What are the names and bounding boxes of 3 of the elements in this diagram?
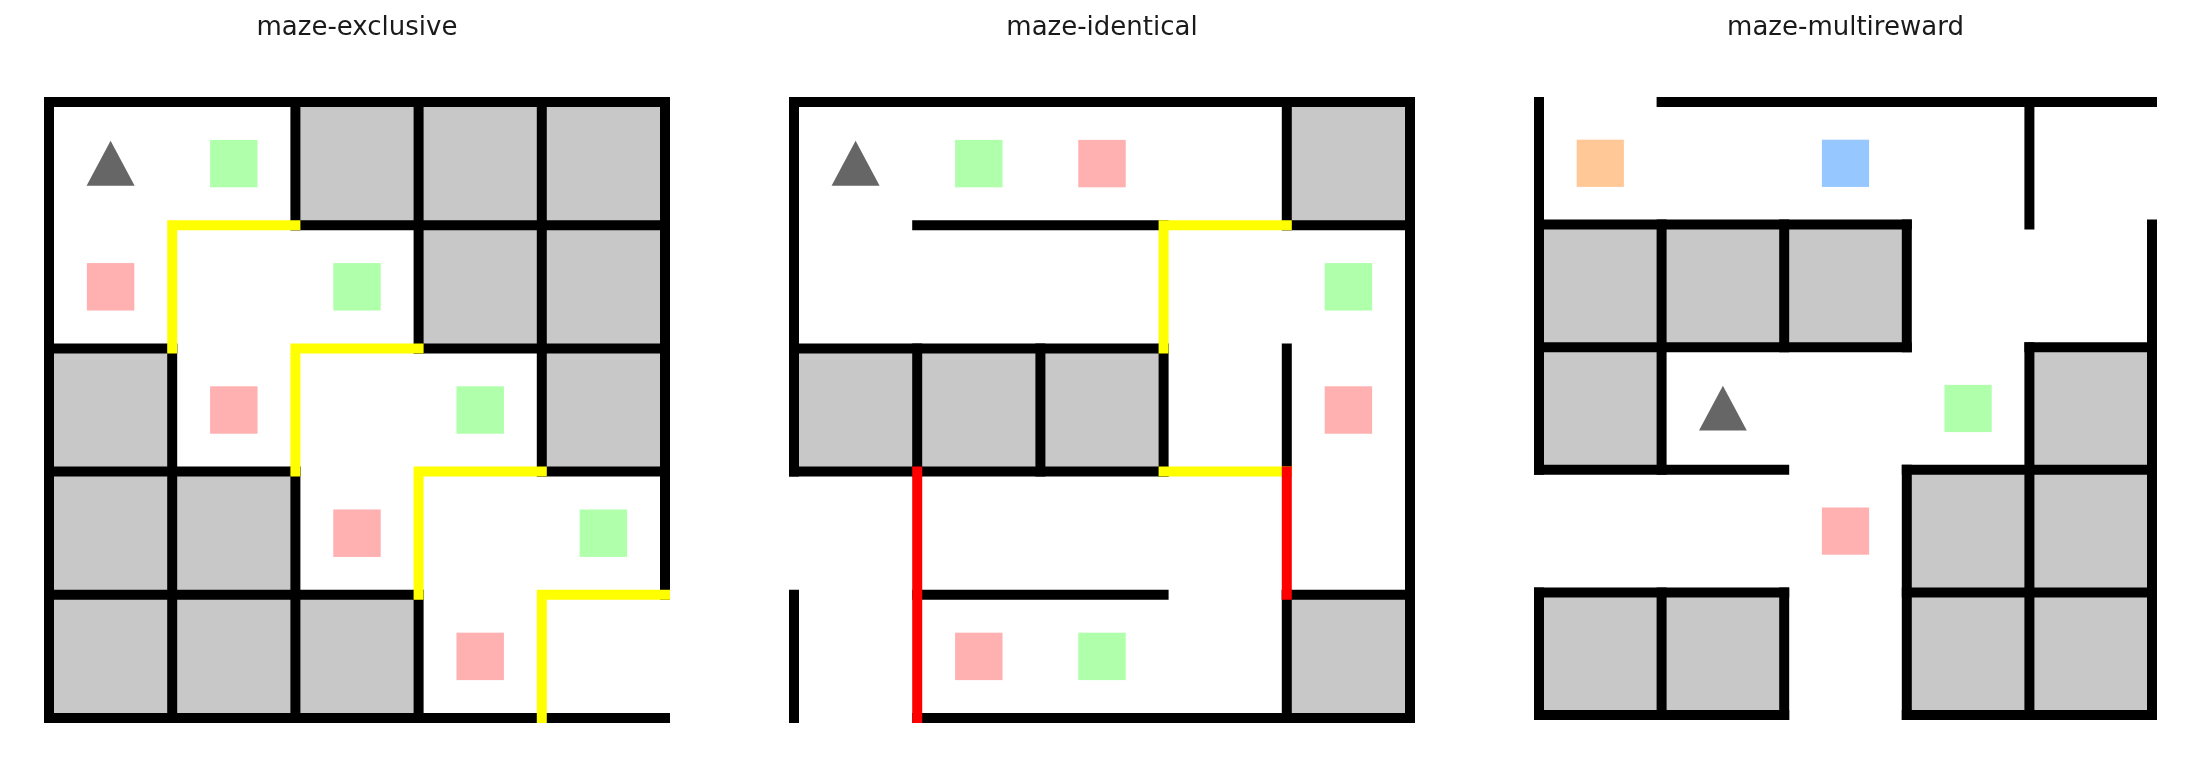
panel-title: maze-multireward (1727, 11, 1964, 41)
panel-title: maze-identical (1006, 11, 1198, 41)
panel-title: maze-exclusive (256, 11, 458, 41)
